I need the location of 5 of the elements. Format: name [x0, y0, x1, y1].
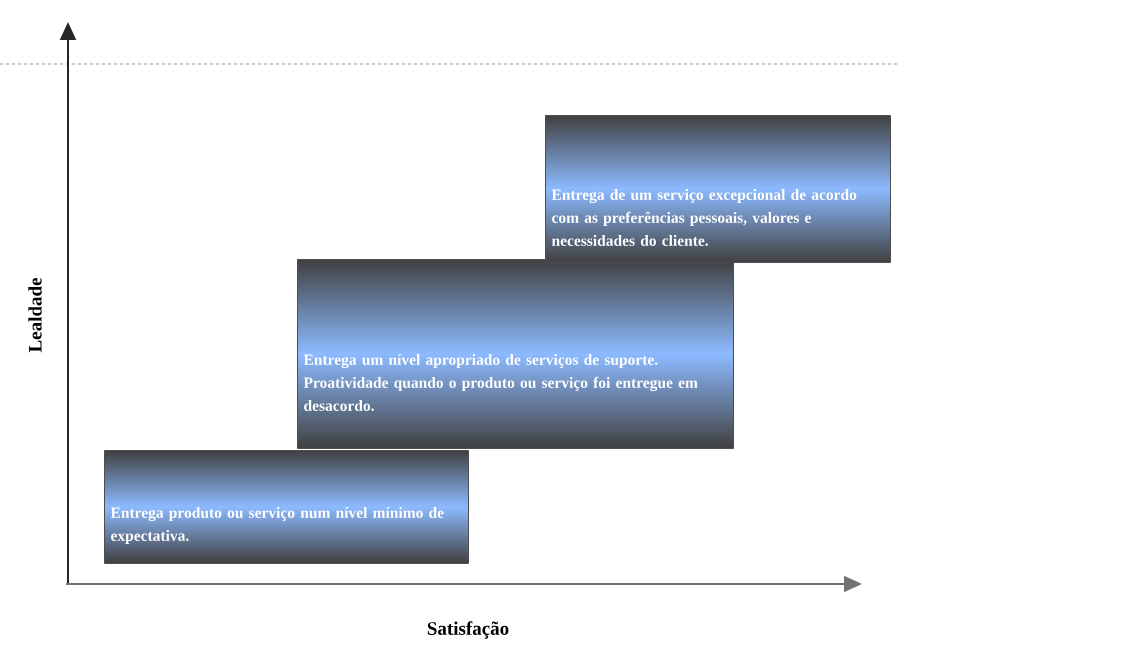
step-box: Entrega produto ou serviço num nível mínimo de expectativa.	[104, 450, 469, 564]
step-box: Entrega um nível apropriado de serviços de suporte. Proatividade quando o produto ou serviço foi entregue em desacordo.	[297, 259, 734, 449]
step-box: Entrega de um serviço excepcional de acordo com as preferências pessoais, valores e necessidades do cliente.	[545, 115, 891, 263]
axis-label: Lealdade	[28, 278, 42, 353]
axis-label: Satisfação	[427, 621, 509, 639]
